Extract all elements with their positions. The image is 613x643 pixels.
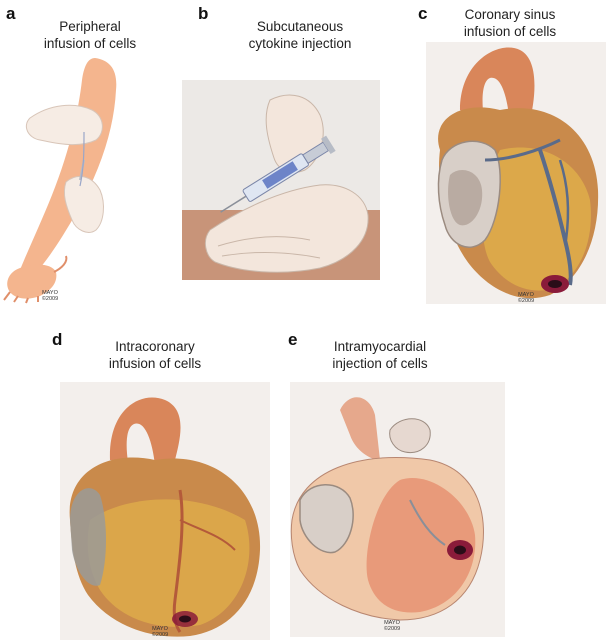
panel-letter: c <box>418 4 428 23</box>
panel-letter: b <box>198 4 209 23</box>
copyright-mark: MAYO ©2009 <box>514 292 538 304</box>
caption-line-2: infusion of cells <box>463 24 557 39</box>
panel-letter: d <box>52 330 63 349</box>
caption-line-2: infusion of cells <box>108 356 202 371</box>
mayo-label: MAYO <box>152 626 168 632</box>
heart-illustration-icon <box>290 382 505 637</box>
panel-d: d Intracoronary infusion of cells MAYO ©… <box>30 320 280 643</box>
copyright-mark: MAYO ©2009 <box>40 290 60 302</box>
panel-e: e Intramyocardial injection of cells MAY… <box>280 320 613 643</box>
mayo-year: ©2009 <box>41 296 59 302</box>
panel-letter: e <box>288 330 298 349</box>
panel-letter: a <box>6 4 16 23</box>
panel-caption: Subcutaneous cytokine injection <box>220 18 380 52</box>
panel-b: b Subcutaneous cytokine injection <box>170 0 390 300</box>
heart-illustration-icon <box>426 42 606 304</box>
panel-caption: Intracoronary infusion of cells <box>80 338 230 372</box>
panel-c: c Coronary sinus infusion of cells MAYO … <box>390 0 613 310</box>
caption-line-1: Peripheral <box>59 19 121 34</box>
heart-illustration-icon <box>60 382 270 640</box>
copyright-mark: MAYO ©2009 <box>148 626 172 638</box>
mayo-label: MAYO <box>384 620 400 626</box>
caption-line-2: cytokine injection <box>248 36 352 51</box>
panel-a: a Peripheral infusion of cells MAYO ©200… <box>0 0 170 310</box>
panel-caption: Intramyocardial injection of cells <box>310 338 450 372</box>
panel-caption: Peripheral infusion of cells <box>20 18 160 52</box>
mayo-label: MAYO <box>518 292 534 298</box>
mayo-year: ©2009 <box>517 298 535 304</box>
caption-line-1: Coronary sinus <box>464 7 556 22</box>
caption-line-1: Subcutaneous <box>256 19 344 34</box>
caption-line-1: Intramyocardial <box>333 339 427 354</box>
syringe-icon <box>182 80 380 280</box>
caption-line-1: Intracoronary <box>115 339 195 354</box>
copyright-mark: MAYO ©2009 <box>380 620 404 632</box>
mayo-year: ©2009 <box>383 626 401 632</box>
mayo-year: ©2009 <box>151 632 169 638</box>
caption-line-2: injection of cells <box>332 356 428 371</box>
panel-caption: Coronary sinus infusion of cells <box>440 6 580 40</box>
arm-illustration-icon <box>3 58 117 304</box>
caption-line-2: infusion of cells <box>43 36 137 51</box>
mayo-label: MAYO <box>42 290 58 296</box>
